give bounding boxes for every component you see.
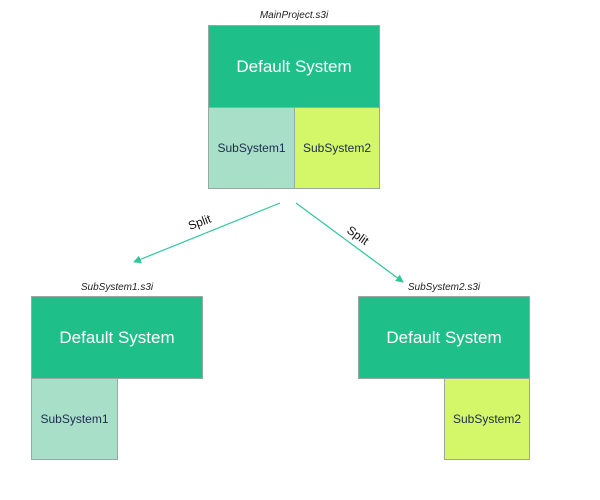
main-default-system-label: Default System <box>236 56 352 76</box>
subsystem1-default-system-block: Default System <box>31 296 203 379</box>
main-subsystem1-label: SubSystem1 <box>217 141 286 155</box>
main-subsystem2-block: SubSystem2 <box>294 107 380 189</box>
split-label-right: Split <box>344 223 372 248</box>
subsystem1-subsystem-block: SubSystem1 <box>31 378 118 460</box>
subsystem2-default-system-block: Default System <box>358 296 530 379</box>
main-project-filename: MainProject.s3i <box>259 10 329 21</box>
main-subsystem2-label: SubSystem2 <box>302 141 372 155</box>
subsystem1-subsystem-label: SubSystem1 <box>40 412 109 426</box>
subsystem2-project-filename: SubSystem2.s3i <box>407 282 481 293</box>
subsystem2-subsystem-block: SubSystem2 <box>444 378 530 460</box>
subsystem1-project-filename: SubSystem1.s3i <box>80 282 154 293</box>
main-subsystem1-block: SubSystem1 <box>208 107 295 189</box>
main-default-system-block: Default System <box>208 25 380 108</box>
split-arrow-left <box>133 202 281 264</box>
split-label-left: Split <box>186 211 213 232</box>
split-arrow-right <box>295 202 404 283</box>
subsystem2-subsystem-label: SubSystem2 <box>452 412 522 426</box>
subsystem1-default-system-label: Default System <box>59 327 175 347</box>
subsystem2-default-system-label: Default System <box>386 327 502 347</box>
